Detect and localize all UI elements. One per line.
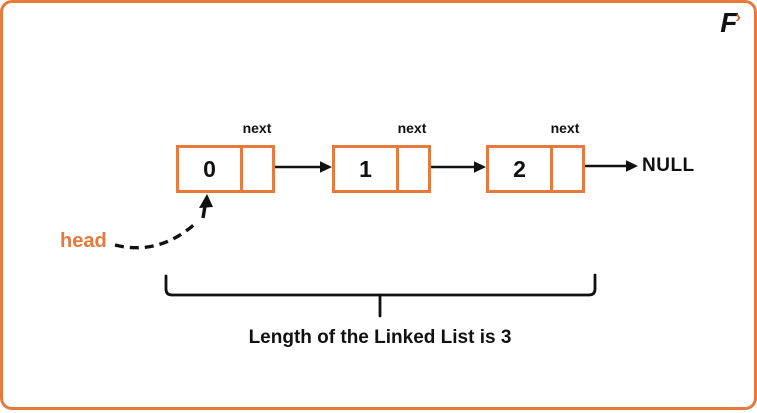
caption: Length of the Linked List is 3 (248, 327, 512, 348)
node-0-value: 0 (179, 148, 243, 190)
node-2-value: 2 (489, 148, 553, 190)
arrow-node1-node2 (430, 161, 486, 173)
node-1-pointer-cell (399, 148, 428, 190)
head-arrow (114, 194, 213, 250)
node-2-pointer-cell (553, 148, 582, 190)
node-0-next-label: next (242, 120, 272, 136)
logo-chevron-icon: › (735, 7, 741, 26)
node-2-next-label: next (550, 120, 580, 136)
logo-letter-f: F (720, 7, 737, 38)
arrow-node2-null (583, 160, 638, 172)
head-label: head (60, 230, 107, 252)
node-1: 1 (332, 145, 431, 193)
diagram-lines (114, 160, 638, 318)
node-1-value: 1 (335, 148, 399, 190)
null-label: NULL (642, 155, 695, 176)
arrow-node0-node1 (275, 161, 332, 173)
node-0: 0 (176, 145, 275, 193)
brand-logo: F › (720, 7, 742, 38)
node-1-next-label: next (397, 120, 427, 136)
node-0-pointer-cell (243, 148, 272, 190)
brace (164, 273, 597, 318)
node-2: 2 (486, 145, 585, 193)
